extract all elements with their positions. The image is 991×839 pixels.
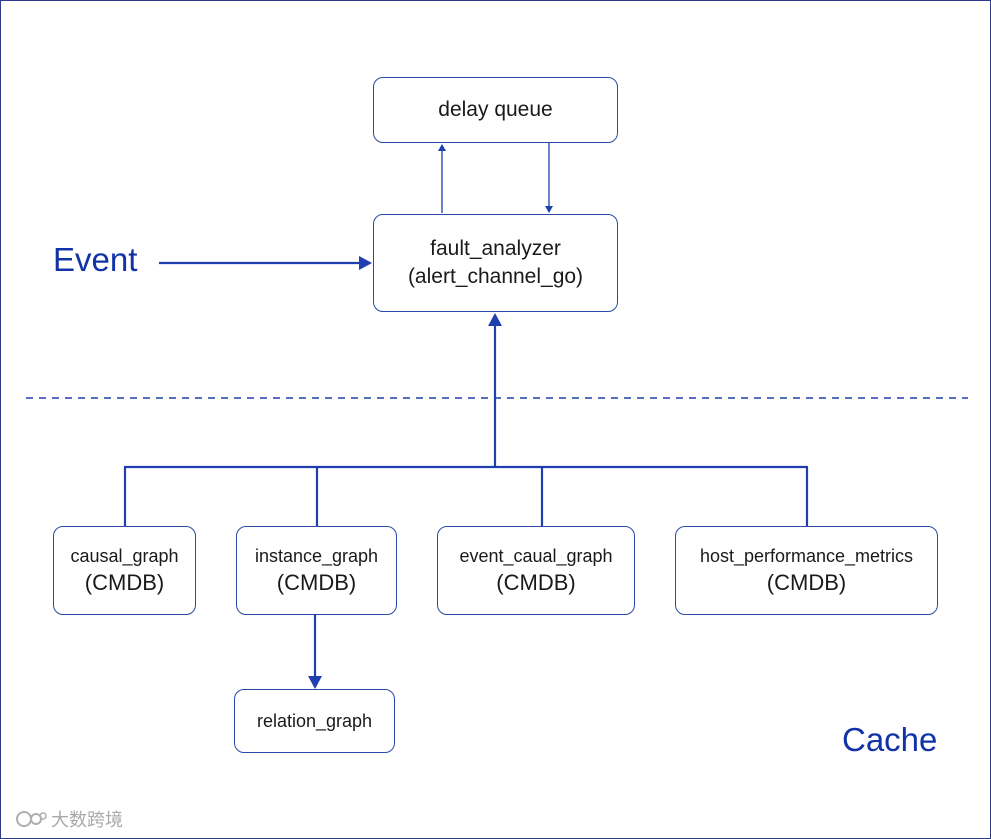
causal-graph-label: causal_graph	[70, 545, 179, 566]
delay-queue-node: delay queue	[373, 77, 618, 143]
instance-graph-label: instance_graph	[254, 545, 379, 566]
relation-graph-label: relation_graph	[256, 710, 373, 731]
event-caual-graph-node: event_caual_graph (CMDB)	[437, 526, 635, 615]
host-performance-metrics-sublabel: (CMDB)	[766, 569, 847, 595]
causal-graph-node: causal_graph (CMDB)	[53, 526, 196, 615]
event-label: Event	[53, 241, 138, 278]
watermark: 大数跨境	[15, 806, 123, 832]
host-performance-metrics-label: host_performance_metrics	[699, 545, 914, 566]
fault-analyzer-node: fault_analyzer (alert_channel_go)	[373, 214, 618, 312]
watermark-text: 大数跨境	[51, 810, 123, 830]
relation-graph-node: relation_graph	[234, 689, 395, 753]
delay-queue-label: delay queue	[438, 97, 553, 121]
fault-analyzer-sublabel: (alert_channel_go)	[407, 265, 584, 288]
watermark-logo-icon	[16, 811, 47, 827]
event-caual-graph-label: event_caual_graph	[459, 545, 613, 566]
causal-graph-sublabel: (CMDB)	[84, 569, 165, 595]
host-performance-metrics-node: host_performance_metrics (CMDB)	[675, 526, 938, 615]
event-caual-graph-sublabel: (CMDB)	[496, 569, 576, 595]
fault-analyzer-label: fault_analyzer	[430, 236, 561, 260]
cache-label: Cache	[842, 721, 938, 758]
instance-graph-sublabel: (CMDB)	[276, 569, 357, 595]
instance-graph-node: instance_graph (CMDB)	[236, 526, 397, 615]
